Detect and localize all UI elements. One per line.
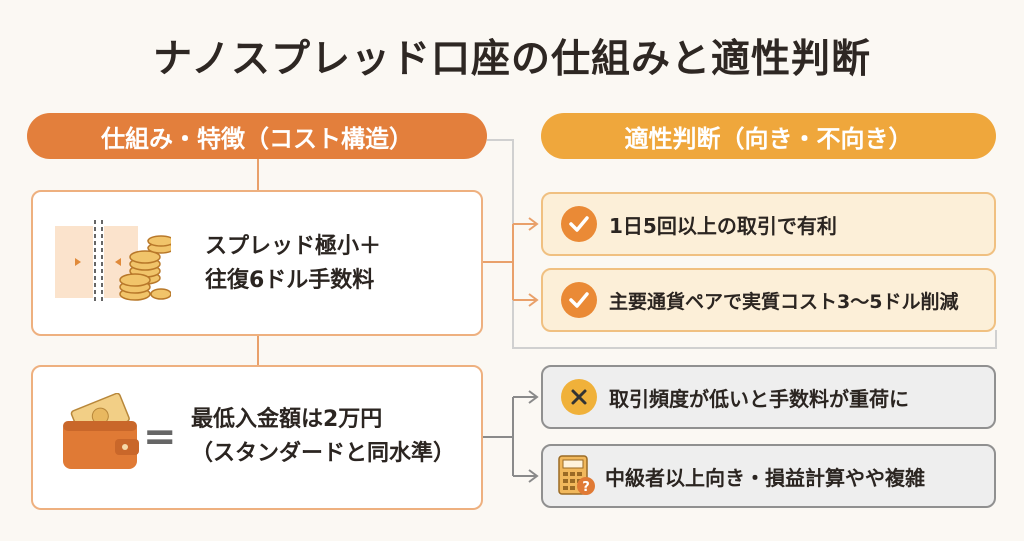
feature-card-spread: スプレッド極小＋ 往復6ドル手数料 bbox=[31, 190, 483, 336]
pro-item: 主要通貨ペアで実質コスト3〜5ドル削減 bbox=[541, 268, 996, 332]
con-label: 中級者以上向き・損益計算やや複雑 bbox=[605, 465, 925, 490]
calculator-icon: ? bbox=[557, 454, 597, 498]
feature-spread-line2: 往復6ドル手数料 bbox=[205, 268, 375, 293]
suitability-header: 適性判断（向き・不向き） bbox=[541, 113, 996, 159]
page-title: ナノスプレッド口座の仕組みと適性判断 bbox=[152, 37, 872, 82]
svg-text:?: ? bbox=[582, 480, 590, 495]
feature-deposit-line1: 最低入金額は2万円 bbox=[191, 407, 383, 432]
con-item: 取引頻度が低いと手数料が重荷に bbox=[541, 365, 996, 429]
pro-item: 1日5回以上の取引で有利 bbox=[541, 192, 996, 256]
x-icon bbox=[561, 379, 597, 415]
con-label: 取引頻度が低いと手数料が重荷に bbox=[609, 386, 909, 411]
check-icon bbox=[561, 282, 597, 318]
mechanism-header: 仕組み・特徴（コスト構造） bbox=[27, 113, 487, 159]
pro-label: 1日5回以上の取引で有利 bbox=[609, 213, 837, 238]
con-item: ? 中級者以上向き・損益計算やや複雑 bbox=[541, 444, 996, 508]
check-icon bbox=[561, 206, 597, 242]
pro-label: 主要通貨ペアで実質コスト3〜5ドル削減 bbox=[609, 290, 959, 313]
equals-sign: = bbox=[143, 414, 177, 460]
wallet-icon bbox=[63, 393, 139, 469]
feature-deposit-line2: （スタンダードと同水準） bbox=[191, 441, 456, 466]
spread-coins-icon bbox=[55, 220, 171, 304]
feature-spread-line1: スプレッド極小＋ bbox=[205, 234, 382, 259]
feature-card-deposit: = 最低入金額は2万円 （スタンダードと同水準） bbox=[31, 365, 483, 510]
